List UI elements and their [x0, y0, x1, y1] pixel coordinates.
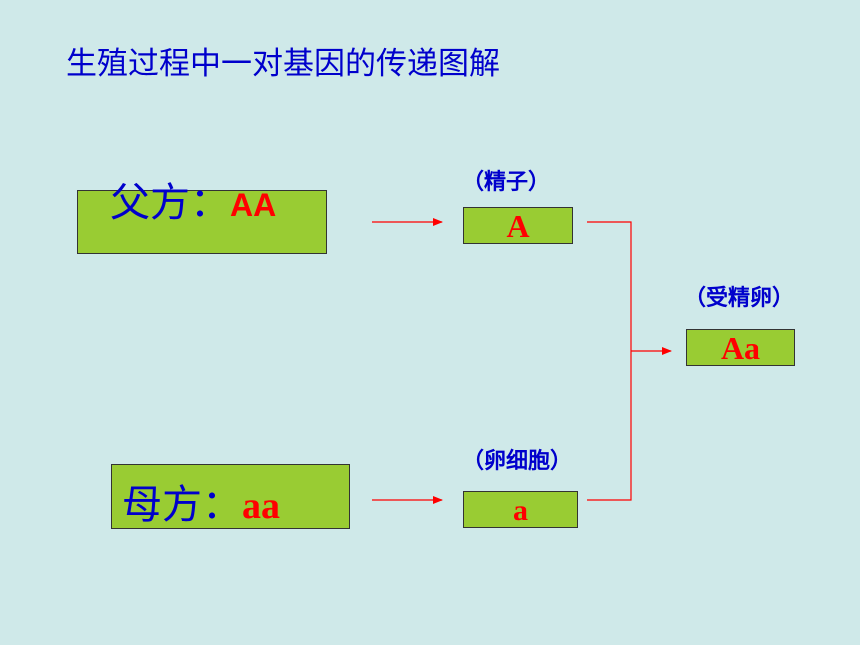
sperm-gene: A — [506, 208, 530, 244]
zygote-label: （受精卵） — [684, 286, 795, 311]
father-box — [77, 190, 327, 254]
page-title: 生殖过程中一对基因的传递图解 — [66, 46, 500, 82]
egg-gene: a — [513, 494, 528, 527]
zygote-genotype: Aa — [720, 330, 761, 366]
zygote-box: Aa — [686, 329, 795, 366]
mother-genotype: aa — [242, 485, 280, 527]
egg-box: a — [463, 491, 578, 528]
sperm-label: （精子） — [462, 170, 551, 195]
father-label-group: 父方：AA — [110, 170, 276, 228]
egg-label: （卵细胞） — [462, 449, 573, 474]
sperm-connector — [587, 221, 632, 501]
mother-label-group: 母方：aa — [122, 472, 280, 530]
mother-box — [111, 464, 350, 529]
mother-label: 母方： — [122, 482, 242, 528]
father-genotype: AA — [230, 187, 277, 223]
father-label: 父方： — [110, 180, 230, 226]
sperm-box: A — [463, 207, 573, 244]
